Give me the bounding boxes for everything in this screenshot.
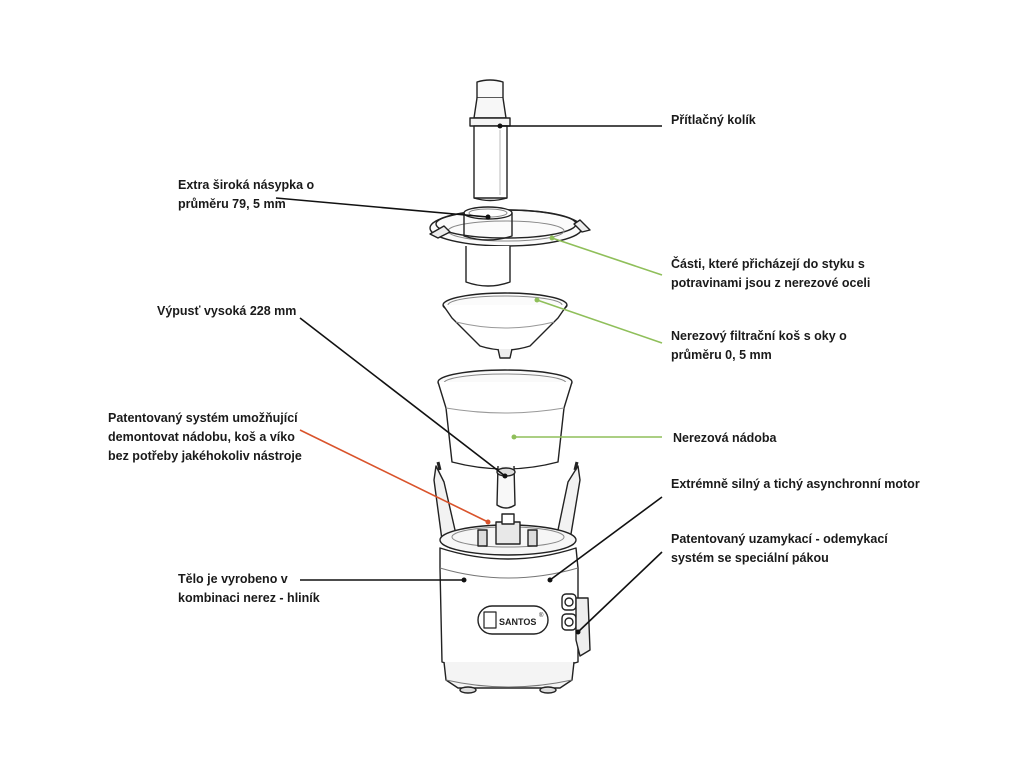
label-patent-system: Patentovaný systém umožňující demontovat… — [108, 409, 302, 466]
anchor-body — [461, 577, 467, 583]
label-lock-system: Patentovaný uzamykací - odemykací systém… — [671, 530, 888, 568]
anchor-motor — [547, 577, 553, 583]
motor-base-part — [433, 461, 591, 694]
label-feed-tube-line-1: Extra široká násypka o — [178, 178, 315, 192]
anchor-food-parts — [549, 235, 555, 241]
label-plunger: Přítlačný kolík — [671, 111, 756, 130]
leader-filter-basket — [536, 299, 663, 344]
leader-lock-system — [577, 551, 663, 633]
anchor-filter-basket — [534, 297, 540, 303]
label-patent-system-line-2: demontovat nádobu, koš a víko — [108, 430, 295, 444]
leader-patent-system — [299, 429, 489, 523]
label-body: Tělo je vyrobeno v kombinaci nerez - hli… — [178, 570, 320, 608]
leader-food-parts — [551, 237, 663, 276]
label-food-parts-line-1: Části, které přicházejí do styku s — [671, 257, 865, 271]
label-filter-basket: Nerezový filtrační koš s oky o průměru 0… — [671, 327, 847, 365]
label-feed-tube-line-2: průměru 79, 5 mm — [178, 197, 286, 211]
leader-motor — [549, 496, 663, 581]
anchor-patent-system — [485, 519, 491, 525]
leader-feed-tube — [275, 197, 489, 218]
label-patent-system-line-3: bez potřeby jakéhokoliv nástroje — [108, 449, 302, 463]
label-lock-system-line-2: systém se speciální pákou — [671, 551, 829, 565]
label-spout-line: Výpusť vysoká 228 mm — [157, 304, 297, 318]
label-patent-system-line-1: Patentovaný systém umožňující — [108, 411, 298, 425]
label-motor-line: Extrémně silný a tichý asynchronní motor — [671, 477, 920, 491]
lid-part — [429, 206, 591, 287]
anchor-feed-tube — [485, 214, 491, 220]
label-bowl: Nerezová nádoba — [673, 429, 777, 448]
brand-logo-text: SANTOS — [499, 617, 536, 627]
filter-basket-part — [442, 292, 568, 359]
label-lock-system-line-1: Patentovaný uzamykací - odemykací — [671, 532, 888, 546]
label-bowl-line: Nerezová nádoba — [673, 431, 777, 445]
anchor-plunger — [497, 123, 503, 129]
label-filter-basket-line-2: průměru 0, 5 mm — [671, 348, 772, 362]
plunger-part — [469, 79, 511, 202]
label-plunger-line: Přítlačný kolík — [671, 113, 756, 127]
brand-registered-mark: ® — [539, 612, 544, 619]
label-spout: Výpusť vysoká 228 mm — [157, 302, 296, 321]
leader-spout — [299, 317, 506, 477]
label-filter-basket-line-1: Nerezový filtrační koš s oky o — [671, 329, 847, 343]
label-motor: Extrémně silný a tichý asynchronní motor — [671, 475, 920, 494]
label-food-parts: Části, které přicházejí do styku s potra… — [671, 255, 870, 293]
label-body-line-1: Tělo je vyrobeno v — [178, 572, 288, 586]
label-food-parts-line-2: potravinami jsou z nerezové oceli — [671, 276, 871, 290]
anchor-spout — [502, 473, 508, 479]
bowl-part — [437, 369, 573, 509]
anchor-bowl — [511, 434, 517, 440]
label-feed-tube: Extra široká násypka o průměru 79, 5 mm — [178, 176, 314, 214]
label-body-line-2: kombinaci nerez - hliník — [178, 591, 320, 605]
anchor-lock-system — [575, 629, 581, 635]
